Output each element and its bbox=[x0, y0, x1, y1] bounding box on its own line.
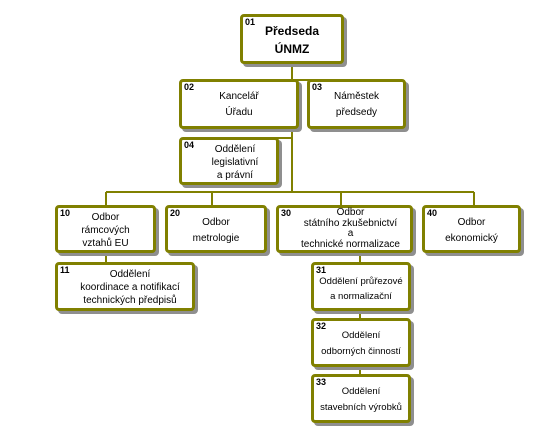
unit-30-box: 30 Odbor státního zkušebnictví a technic… bbox=[276, 205, 413, 253]
unit-04-box: 04 Oddělení legislativní a právní bbox=[179, 137, 279, 185]
unit-number: 30 bbox=[281, 208, 292, 218]
unit-number: 33 bbox=[316, 377, 327, 387]
unit-32-box: 32 Oddělení odborných činností bbox=[311, 318, 411, 367]
unit-label: Odbor rámcových vztahů EU bbox=[81, 212, 130, 249]
unit-20-box: 20 Odbor metrologie bbox=[165, 205, 267, 253]
unit-number: 11 bbox=[60, 265, 70, 275]
unit-33-box: 33 Oddělení stavebních výrobků bbox=[311, 374, 411, 423]
unit-01-box: 01 Předseda ÚNMZ bbox=[240, 14, 344, 64]
unit-03-box: 03 Náměstek předsedy bbox=[307, 79, 406, 129]
unit-10-box: 10 Odbor rámcových vztahů EU bbox=[55, 205, 156, 253]
unit-31-box: 31 Oddělení průřezové a normalizační bbox=[311, 262, 411, 311]
unit-label: Oddělení průřezové a normalizační bbox=[319, 276, 403, 302]
unit-label: Odbor metrologie bbox=[192, 217, 240, 244]
unit-number: 10 bbox=[60, 208, 71, 218]
unit-label: Odbor státního zkušebnictví a technické … bbox=[301, 207, 400, 250]
unit-label: Odbor ekonomický bbox=[445, 217, 498, 244]
unit-02-box: 02 Kancelář Úřadu bbox=[179, 79, 299, 129]
unit-number: 04 bbox=[184, 140, 195, 150]
unit-label: Kancelář Úřadu bbox=[219, 91, 259, 118]
unit-number: 31 bbox=[316, 265, 327, 275]
unit-40-box: 40 Odbor ekonomický bbox=[422, 205, 521, 253]
unit-number: 20 bbox=[170, 208, 181, 218]
unit-label: Náměstek předsedy bbox=[333, 91, 379, 118]
unit-label: Předseda ÚNMZ bbox=[264, 24, 320, 56]
unit-number: 40 bbox=[427, 208, 438, 218]
unit-label: Oddělení legislativní a právní bbox=[211, 144, 259, 181]
unit-number: 02 bbox=[184, 82, 195, 92]
unit-label: Oddělení odborných činností bbox=[321, 330, 401, 357]
unit-number: 01 bbox=[245, 17, 256, 27]
unit-label: Oddělení stavebních výrobků bbox=[320, 386, 402, 413]
unit-11-box: 11 Oddělení koordinace a notifikací tech… bbox=[55, 262, 195, 311]
unit-number: 03 bbox=[312, 82, 323, 92]
unit-label: Oddělení koordinace a notifikací technic… bbox=[80, 269, 180, 306]
unit-number: 32 bbox=[316, 321, 327, 331]
